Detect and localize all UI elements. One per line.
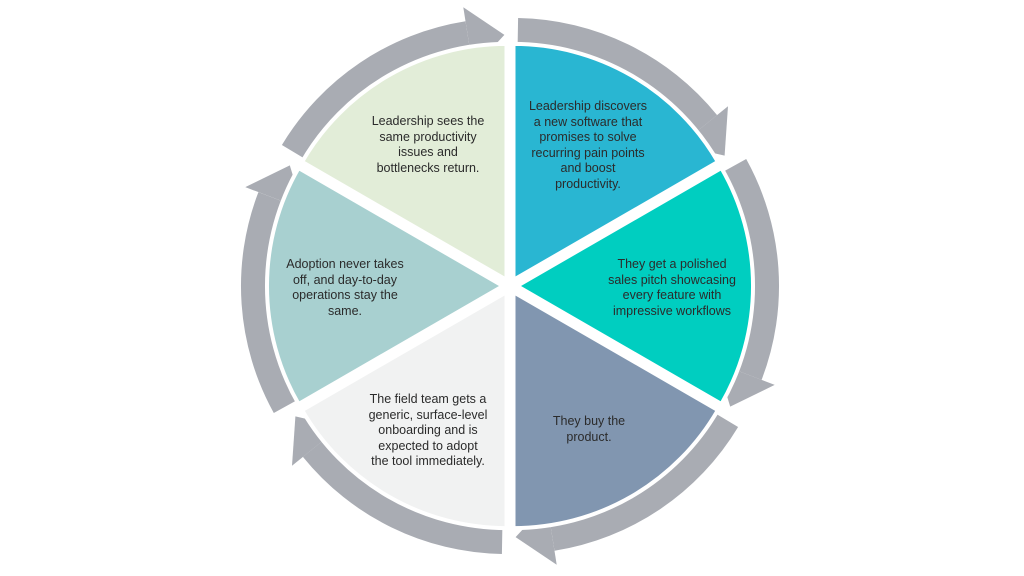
cycle-step-5 <box>240 165 508 413</box>
cycle-wedge <box>299 41 509 284</box>
step-1-label: Leadership discovers a new software that… <box>528 99 648 191</box>
cycle-wedge <box>299 288 509 531</box>
cycle-step-6 <box>281 7 509 284</box>
cycle-wedge <box>511 41 721 284</box>
cycle-step-1 <box>511 18 728 284</box>
step-6-label: Leadership sees the same productivity is… <box>371 114 485 175</box>
cycle-step-4 <box>292 288 509 554</box>
step-2-label: They get a polished sales pitch showcasi… <box>608 257 736 318</box>
cycle-wedge <box>264 165 508 407</box>
step-3-label: They buy the product. <box>552 414 626 444</box>
cycle-wedge <box>512 165 756 407</box>
step-5-label: Adoption never takes off, and day-to-day… <box>286 257 404 318</box>
cycle-step-2 <box>512 159 780 407</box>
cycle-wedge <box>511 288 721 531</box>
step-4-label: The field team gets a generic, surface-l… <box>368 392 488 468</box>
cycle-step-3 <box>511 288 739 565</box>
